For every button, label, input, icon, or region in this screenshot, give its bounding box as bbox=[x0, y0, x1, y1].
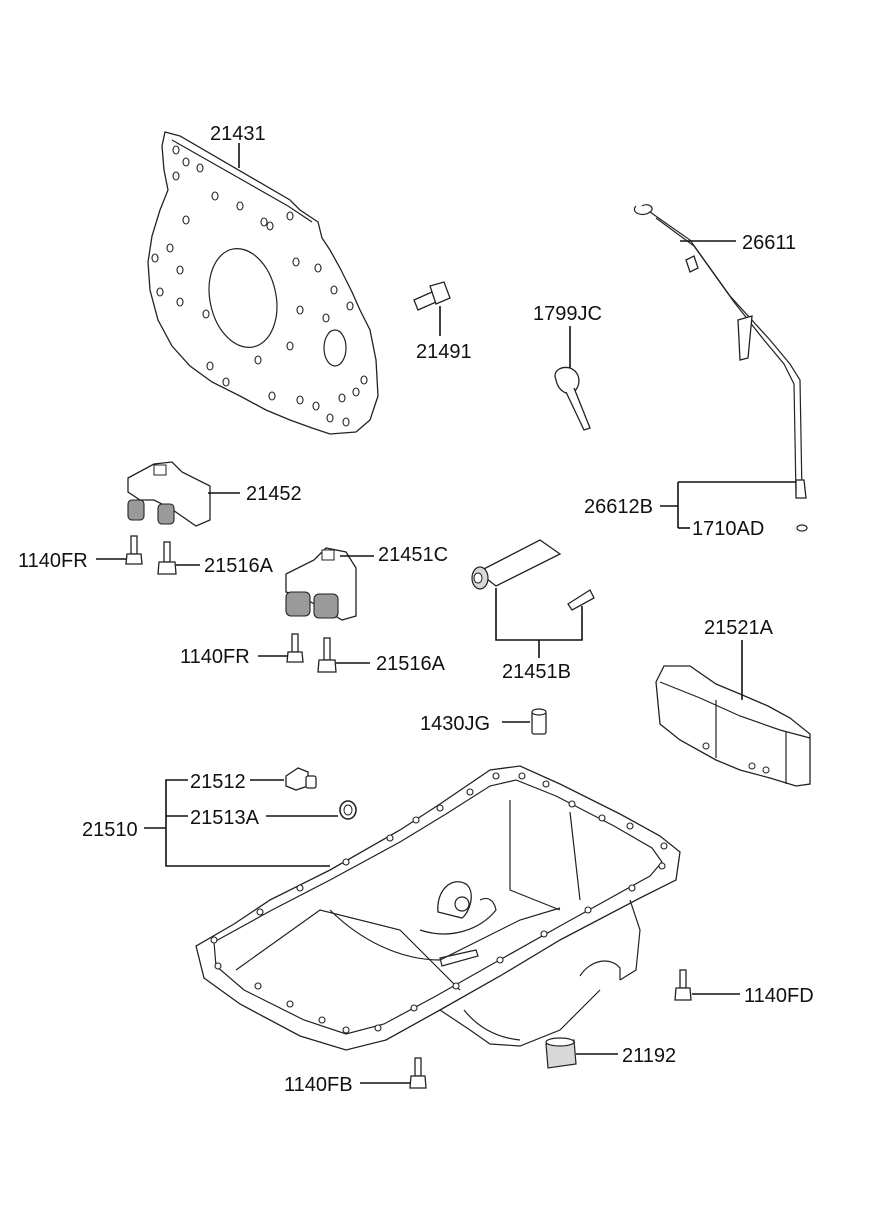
part-1799JC-clip bbox=[554, 366, 591, 431]
part-1140FD-bolt bbox=[674, 969, 692, 1001]
part-21512-drain-plug bbox=[285, 767, 317, 791]
label-21512: 21512 bbox=[190, 771, 246, 793]
label-26612B: 26612B bbox=[584, 496, 653, 518]
part-21451B-sealant bbox=[471, 539, 595, 611]
part-1430JG-pin bbox=[531, 708, 547, 735]
label-21521A: 21521A bbox=[704, 617, 774, 639]
part-1140FB-bolt bbox=[409, 1057, 427, 1089]
part-21516A-bolt-a bbox=[157, 541, 177, 575]
part-21192-sleeve bbox=[545, 1037, 577, 1069]
label-1710AD: 1710AD bbox=[692, 518, 764, 540]
label-21192: 21192 bbox=[622, 1045, 676, 1067]
label-21451B: 21451B bbox=[502, 661, 571, 683]
label-21510: 21510 bbox=[82, 819, 138, 841]
part-21521A-baffle bbox=[655, 665, 811, 787]
label-1140FR-b: 1140FR bbox=[180, 646, 250, 668]
part-21516A-bolt-b bbox=[317, 637, 337, 673]
label-21451C: 21451C bbox=[378, 544, 448, 566]
part-21452-bracket bbox=[127, 461, 211, 527]
part-21513A-gasket bbox=[339, 800, 357, 820]
part-21451C-bracket bbox=[285, 547, 357, 621]
label-21516A-a: 21516A bbox=[204, 555, 274, 577]
label-21513A: 21513A bbox=[190, 807, 260, 829]
part-1140FR-bolt-a bbox=[125, 535, 143, 565]
part-21431-plate bbox=[147, 131, 379, 435]
label-1140FD: 1140FD bbox=[744, 985, 814, 1007]
label-1140FB: 1140FB bbox=[284, 1074, 353, 1096]
part-21491-bolt bbox=[413, 281, 451, 311]
label-21491: 21491 bbox=[416, 341, 472, 363]
part-1140FR-bolt-b bbox=[286, 633, 304, 663]
label-1140FR-a: 1140FR bbox=[18, 550, 88, 572]
part-1710AD-oring bbox=[796, 524, 808, 532]
part-21510-oil-pan bbox=[195, 765, 681, 1051]
label-21516A-b: 21516A bbox=[376, 653, 446, 675]
label-21431: 21431 bbox=[210, 123, 266, 145]
label-26611: 26611 bbox=[742, 232, 796, 254]
label-1430JG: 1430JG bbox=[420, 713, 490, 735]
part-26611-dipstick bbox=[633, 204, 807, 499]
label-1799JC: 1799JC bbox=[533, 303, 602, 325]
label-21452: 21452 bbox=[246, 483, 302, 505]
